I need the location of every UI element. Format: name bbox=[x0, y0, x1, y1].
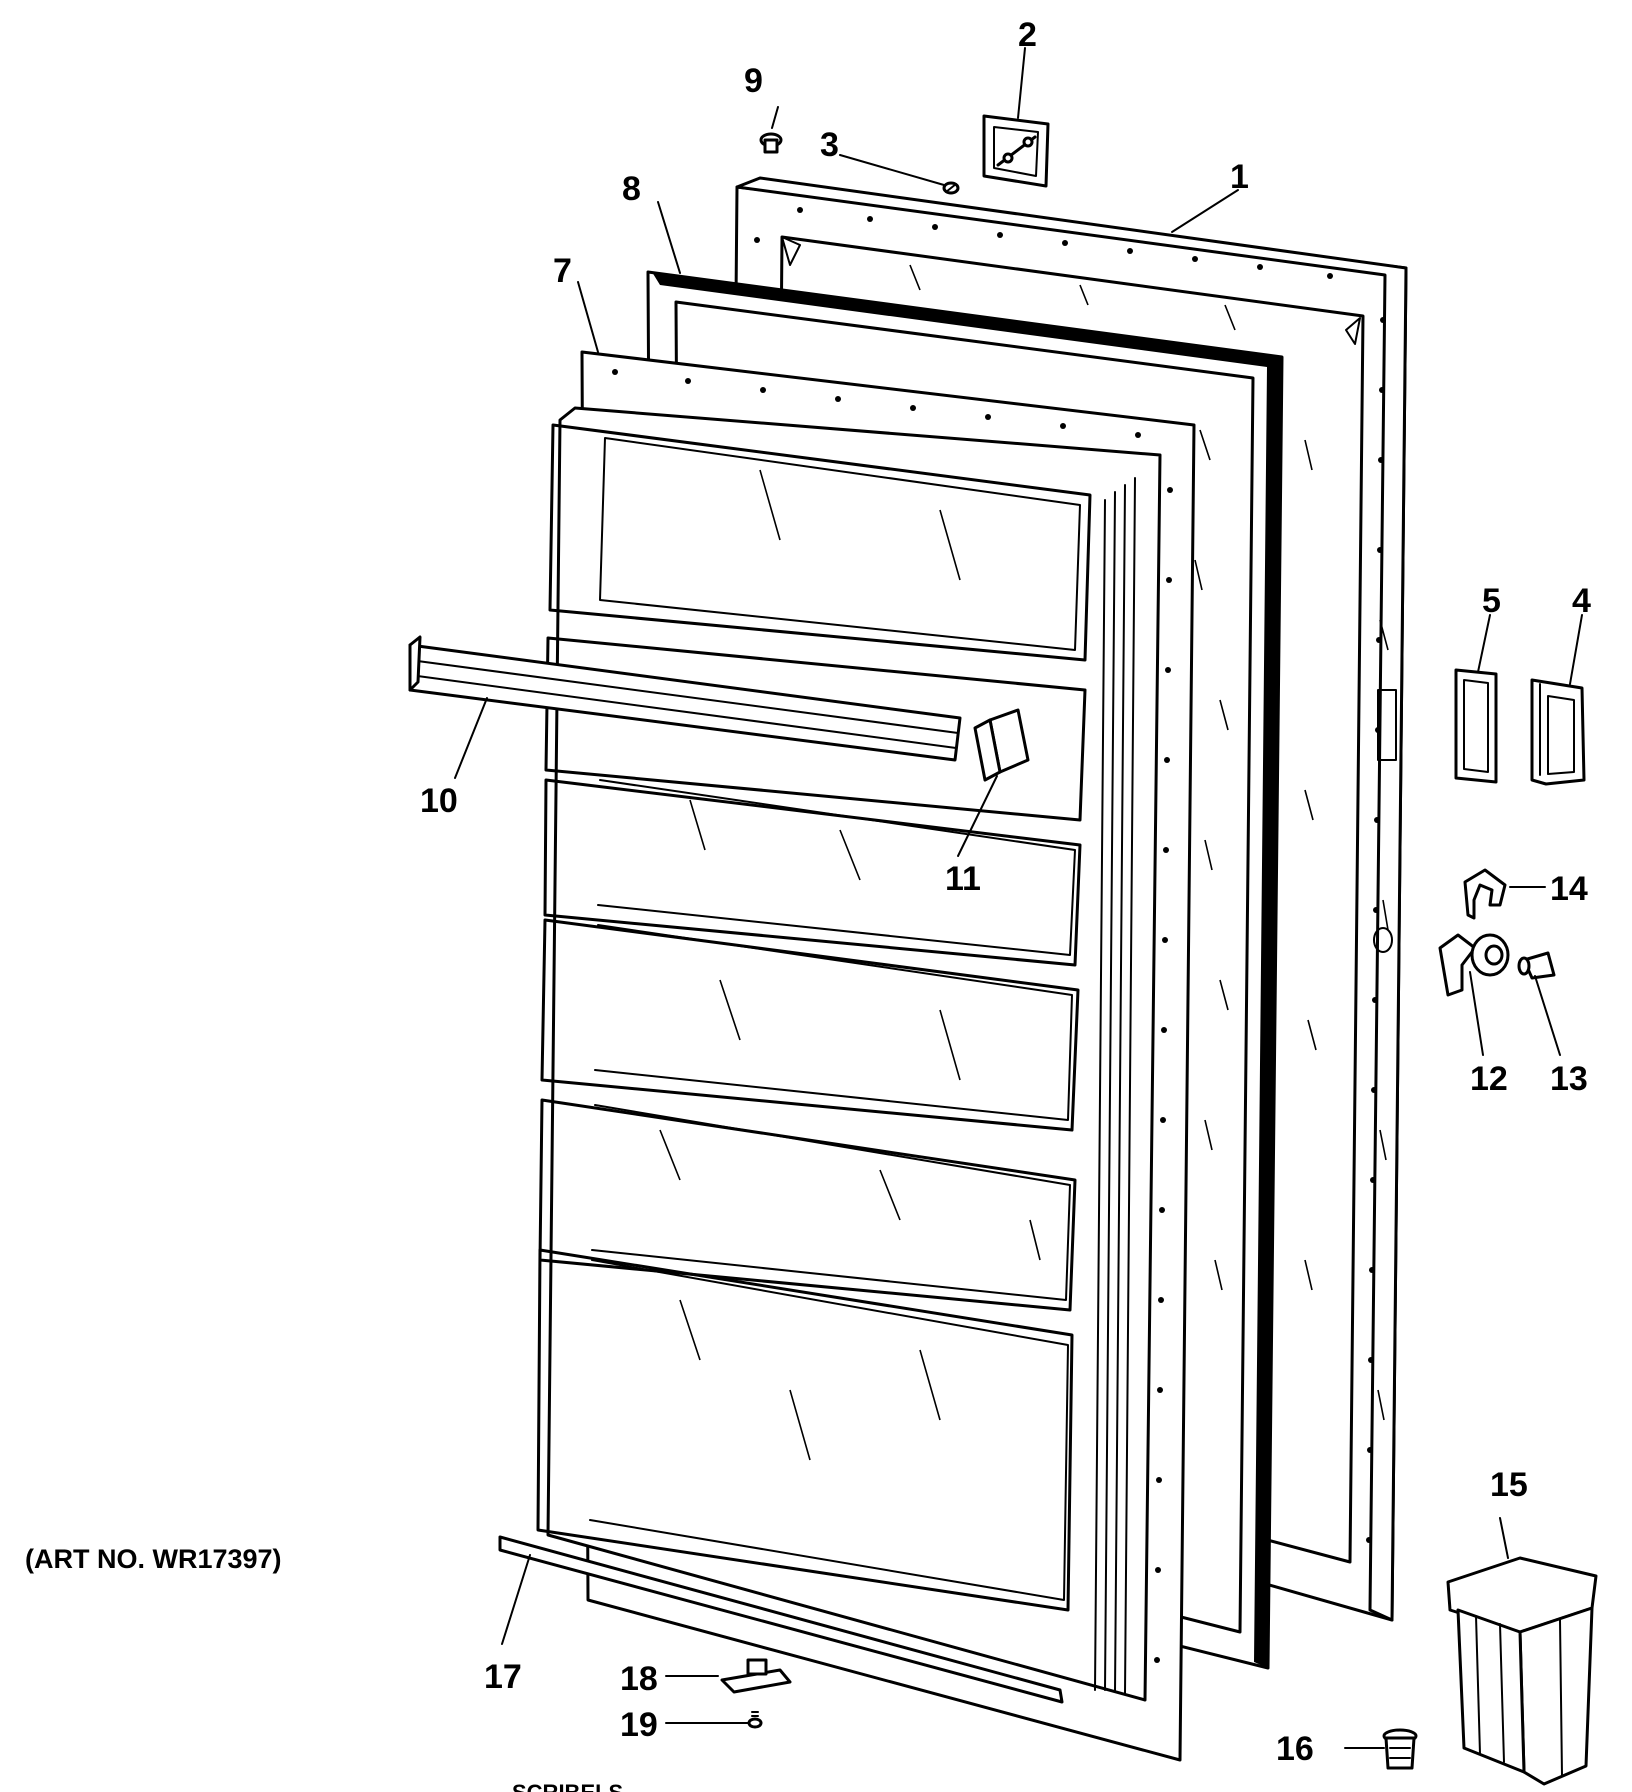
callout-13: 13 bbox=[1550, 1060, 1588, 1098]
callout-labels: 1 2 3 4 5 7 8 9 10 11 12 13 14 15 16 17 … bbox=[420, 16, 1591, 1768]
callout-12: 12 bbox=[1470, 1060, 1508, 1098]
bottom-rail-part-17 bbox=[498, 1535, 1064, 1704]
callout-1: 1 bbox=[1230, 158, 1249, 196]
callout-5: 5 bbox=[1482, 582, 1501, 620]
callout-15: 15 bbox=[1490, 1466, 1528, 1504]
callout-19: 19 bbox=[620, 1706, 658, 1744]
bottom-cut-text: SCRIBELS bbox=[512, 1780, 623, 1792]
latch-part-12 bbox=[1438, 933, 1510, 997]
callout-9: 9 bbox=[744, 62, 763, 100]
callout-8: 8 bbox=[622, 170, 641, 208]
hinge-block-part-15 bbox=[1446, 1556, 1598, 1786]
screw-part-3 bbox=[942, 181, 960, 195]
inner-door-liner-part-7 bbox=[536, 350, 1196, 1762]
strike-part-14 bbox=[1463, 868, 1507, 920]
leader-lines bbox=[454, 47, 1583, 1749]
callout-4: 4 bbox=[1572, 582, 1591, 620]
rail-end-cap-part-11 bbox=[973, 708, 1030, 782]
handle-trim-part-5 bbox=[1454, 668, 1498, 784]
callout-2: 2 bbox=[1018, 16, 1037, 54]
door-rail-part-10 bbox=[408, 635, 962, 762]
callout-18: 18 bbox=[620, 1660, 658, 1698]
callout-7: 7 bbox=[553, 252, 572, 290]
plug-button-part-9 bbox=[759, 132, 783, 154]
hinge-cover-part-2 bbox=[982, 114, 1050, 188]
foot-plug-part-16 bbox=[1382, 1728, 1418, 1770]
art-number-caption: (ART NO. WR17397) bbox=[25, 1544, 282, 1574]
callout-3: 3 bbox=[820, 126, 839, 164]
callout-17: 17 bbox=[484, 1658, 522, 1696]
callout-11: 11 bbox=[945, 860, 981, 898]
screw-part-19 bbox=[747, 1711, 763, 1729]
bracket-part-18 bbox=[720, 1658, 792, 1694]
callout-16: 16 bbox=[1276, 1730, 1314, 1768]
callout-10: 10 bbox=[420, 782, 458, 820]
door-handle-part-4 bbox=[1530, 678, 1586, 786]
callout-14: 14 bbox=[1550, 870, 1588, 908]
latch-keeper-part-13 bbox=[1517, 951, 1556, 980]
